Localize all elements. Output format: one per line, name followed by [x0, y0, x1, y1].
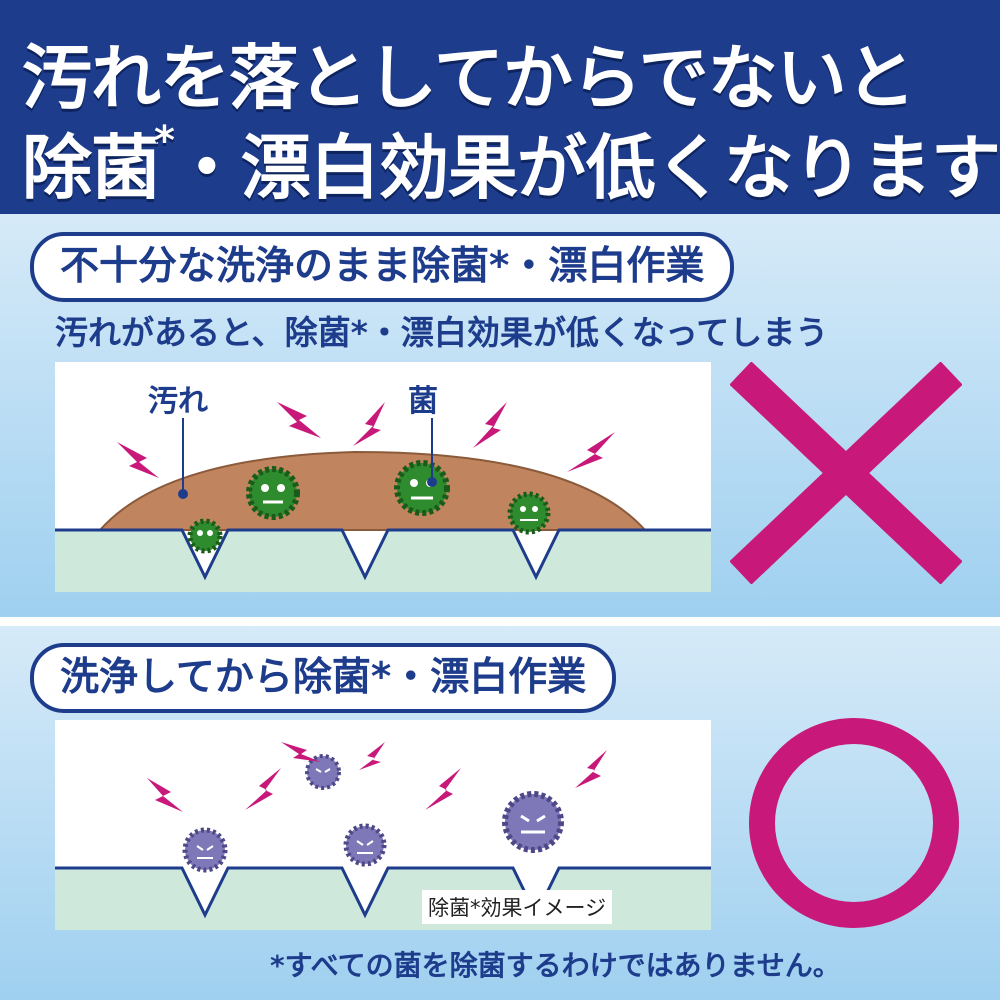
cross-icon [730, 362, 962, 584]
germ-green [507, 491, 551, 535]
label-dirt: 汚れ [148, 384, 208, 419]
bolt-icon [147, 778, 183, 812]
bolt-icon [277, 402, 321, 438]
germ-green [246, 466, 300, 520]
header-banner: 汚れを落としてからでないと 除菌*・漂白効果が低くなります！ [0, 0, 1000, 214]
lightning-bolts [117, 402, 615, 478]
panel-bad-subtitle: 汚れがあると、除菌*・漂白効果が低くなってしまう [55, 313, 829, 352]
panel-bad-title: 不十分な洗浄のまま除菌*・漂白作業 [30, 232, 735, 302]
dirty-surface-illustration [55, 402, 711, 592]
circle-icon [749, 718, 959, 928]
germ-purple [502, 791, 564, 853]
bolt-icon [245, 768, 281, 810]
panel-good-title: 洗浄してから除菌*・漂白作業 [30, 643, 617, 713]
surface-body [55, 530, 711, 592]
bolt-icon [567, 432, 615, 472]
germ-green [394, 460, 450, 516]
germ-purple [182, 827, 228, 873]
scene-dirty-surface: 汚れ 菌 [55, 362, 711, 592]
germ-green [187, 518, 223, 554]
bolt-icon [281, 742, 321, 762]
bolt-icon [575, 750, 607, 788]
surface-line [55, 528, 711, 581]
headline-line-2-b: ・漂白効果が低くなります！ [171, 127, 1000, 209]
label-germ: 菌 [408, 384, 438, 419]
germ-purple [343, 823, 387, 867]
bolt-icon [473, 402, 507, 448]
scene-clean-surface: 除菌*効果イメージ [55, 720, 711, 930]
effect-image-caption: 除菌*効果イメージ [422, 890, 613, 924]
bolt-icon [117, 442, 159, 478]
panel-divider [0, 617, 1000, 626]
headline-line-1: 汚れを落としてからでないと [22, 37, 916, 119]
clean-surface-illustration [55, 742, 711, 930]
leader-dirt-dot [178, 489, 188, 499]
leader-germ-dot [427, 477, 437, 487]
bolt-icon [353, 402, 385, 446]
germ-purple [305, 754, 341, 790]
headline-line-2: 除菌*・漂白効果が低くなります！ [22, 112, 1000, 213]
bolt-icon [425, 768, 461, 810]
footnote: *すべての菌を除菌するわけではありません。 [270, 949, 841, 982]
bolt-icon [359, 742, 385, 770]
lightning-bolts [147, 742, 607, 812]
headline-asterisk: * [154, 118, 175, 164]
headline-line-2-a: 除菌 [22, 127, 161, 209]
